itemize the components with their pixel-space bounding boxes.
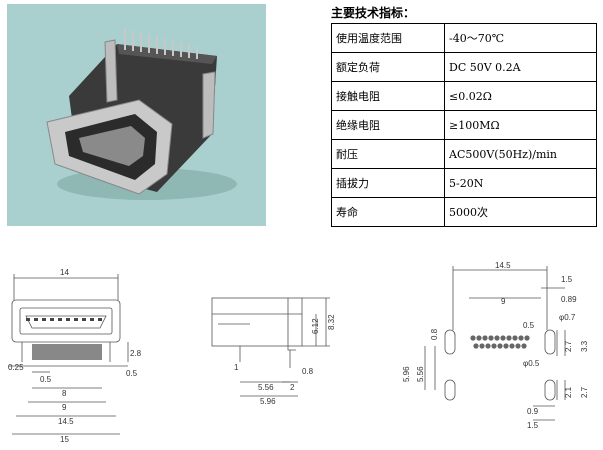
fp-dim-0-89: 0.89 [561, 295, 577, 304]
spec-row: 绝缘电阻≥100MΩ [331, 110, 597, 140]
spec-name: 接触电阻 [331, 81, 445, 111]
fp-dim-0-9: 0.9 [527, 407, 539, 416]
spec-name: 使用温度范围 [331, 23, 445, 53]
spec-value: -40～70℃ [444, 23, 597, 53]
dim-15: 15 [60, 435, 69, 444]
footprint-drawing: 14.5 1.5 0.89 9 φ0.7 0.5 φ0.5 0.8 2.7 3.… [402, 261, 589, 430]
dim-0-5-mid: 0.5 [40, 375, 52, 384]
dim-14-5: 14.5 [58, 417, 74, 426]
fp-dim-2-1: 2.1 [564, 386, 573, 398]
spec-value: ≤0.02Ω [444, 81, 597, 111]
dim-0-5-right: 0.5 [126, 369, 138, 378]
dim-1: 1 [234, 363, 239, 372]
specs-title: 主要技术指标： [331, 6, 416, 20]
side-view-drawing: 6.12 8.32 1 0.8 5.56 2 5.96 [211, 297, 336, 406]
fp-dim-2-7-bottom: 2.7 [580, 386, 589, 398]
fp-hole-0-5: φ0.5 [523, 359, 540, 368]
dim-8: 8 [62, 389, 67, 398]
fp-hole-0-7: φ0.7 [559, 313, 576, 322]
fp-dim-14-5: 14.5 [495, 261, 511, 270]
spec-name: 寿命 [331, 197, 445, 227]
spec-name: 插拔力 [331, 168, 445, 198]
fp-dim-3-3: 3.3 [580, 340, 589, 352]
spec-value: 5000次 [444, 197, 597, 227]
spec-name: 耐压 [331, 139, 445, 169]
spec-value: ≥100MΩ [444, 110, 597, 140]
dim-5-56: 5.56 [258, 383, 274, 392]
fp-dim-5-96: 5.96 [402, 366, 411, 382]
spec-row: 使用温度范围-40～70℃ [331, 23, 597, 53]
fp-dim-0-5: 0.5 [523, 321, 535, 330]
front-view-drawing: 14 2.8 0.25 0.5 0.5 8 9 14.5 15 [8, 268, 142, 444]
spec-row: 接触电阻≤0.02Ω [331, 81, 597, 111]
spec-name: 额定负荷 [331, 52, 445, 82]
fp-dim-1-5-bottom: 1.5 [527, 421, 539, 430]
fp-dim-2-7-top: 2.7 [564, 340, 573, 352]
dim-6-12: 6.12 [311, 318, 320, 334]
dim-2: 2 [290, 383, 295, 392]
dim-8-32: 8.32 [327, 314, 336, 330]
dim-2-8: 2.8 [130, 349, 142, 358]
fp-dim-9: 9 [501, 297, 506, 306]
spec-value: AC500V(50Hz)/min [444, 139, 597, 169]
dim-0-25: 0.25 [8, 363, 24, 372]
dim-5-96: 5.96 [260, 397, 276, 406]
dim-9: 9 [62, 403, 67, 412]
fp-dim-0-8: 0.8 [430, 328, 439, 340]
fp-dim-1-5-top: 1.5 [561, 275, 573, 284]
dim-14: 14 [60, 268, 69, 277]
dim-0-8: 0.8 [302, 367, 314, 376]
spec-value: 5-20N [444, 168, 597, 198]
spec-value: DC 50V 0.2A [444, 52, 597, 82]
product-photo [7, 4, 266, 226]
fp-dim-5-56: 5.56 [416, 366, 425, 382]
spec-name: 绝缘电阻 [331, 110, 445, 140]
